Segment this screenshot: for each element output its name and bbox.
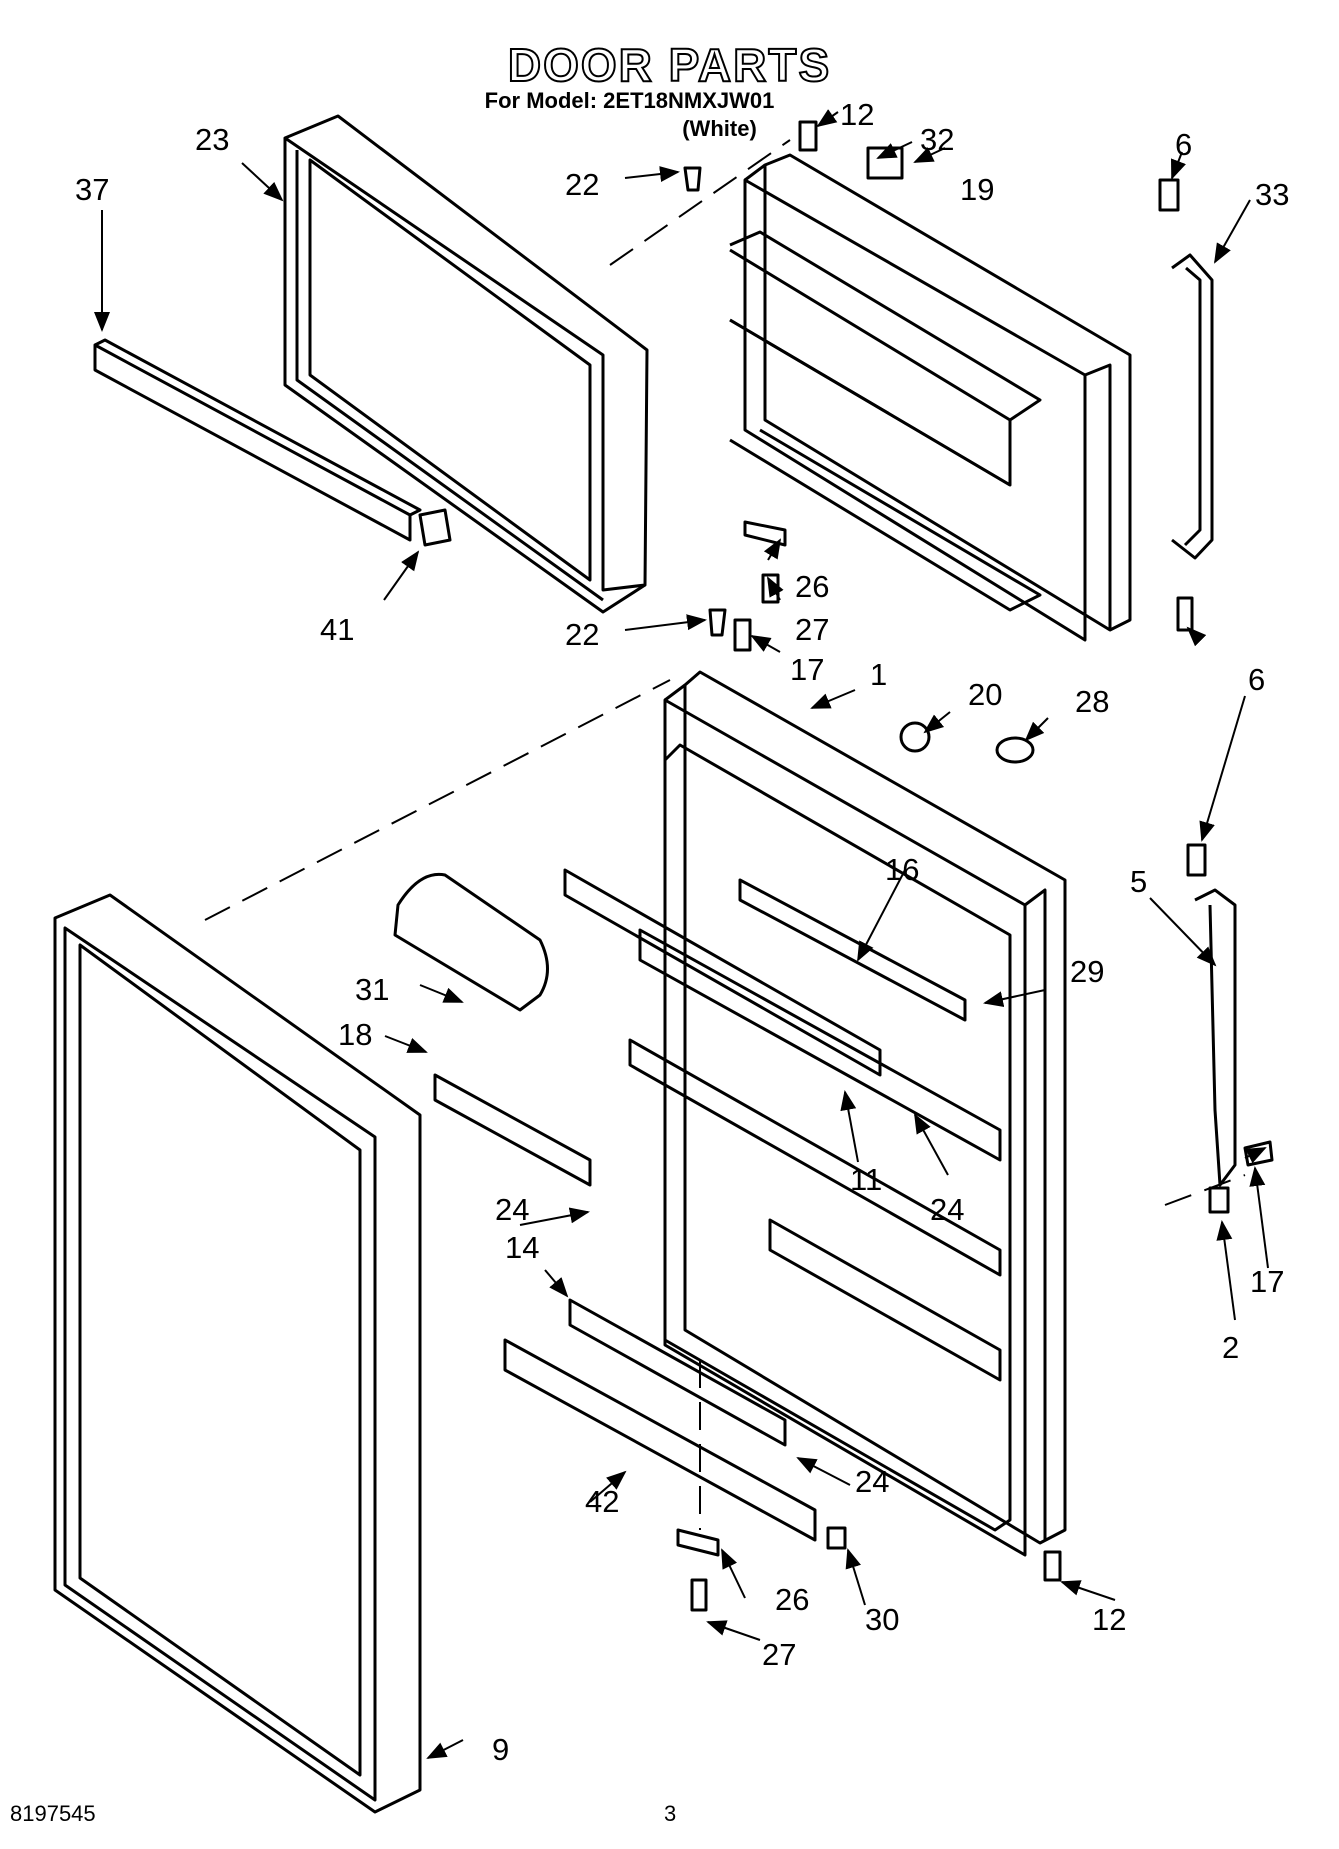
callout-5: 5 — [1130, 864, 1147, 899]
shelf-end-cap — [418, 508, 452, 547]
screw-27-top — [761, 573, 780, 604]
door-shelf-trim-18 — [433, 1073, 592, 1187]
callout-6-low: 6 — [1248, 662, 1265, 697]
callout-20: 20 — [968, 677, 1002, 712]
screw-6-low — [1176, 596, 1194, 632]
model-line: For Model: 2ET18NMXJW01 — [484, 88, 775, 113]
label-32 — [866, 146, 904, 180]
doc-number: 8197545 — [10, 1801, 96, 1826]
hinge-cap-20 — [899, 721, 931, 753]
callout-12-top: 12 — [840, 97, 874, 132]
door-shelf-trim-14 — [568, 1298, 787, 1447]
page-number: 3 — [664, 1801, 677, 1826]
callout-18: 18 — [338, 1017, 372, 1052]
screw-12-low — [1043, 1550, 1062, 1582]
callout-22-top: 22 — [565, 167, 599, 202]
callout-42: 42 — [585, 1484, 619, 1519]
door-shelf-trim-42 — [503, 1338, 817, 1542]
callout-17-hinge: 17 — [1250, 1264, 1284, 1299]
fresh-food-door-liner — [628, 670, 1067, 1557]
callout-37: 37 — [75, 172, 109, 207]
callout-16: 16 — [885, 852, 919, 887]
callout-12-bottom: 12 — [1092, 1602, 1126, 1637]
callout-23: 23 — [195, 122, 229, 157]
callout-24-bottom: 24 — [855, 1464, 889, 1499]
callout-41: 41 — [320, 612, 354, 647]
lower-hinge — [1194, 888, 1237, 1187]
callout-6-top: 6 — [1175, 127, 1192, 162]
freezer-door-liner — [729, 153, 1132, 642]
upper-hinge — [1171, 253, 1214, 560]
bracket-26-low — [676, 1528, 720, 1557]
screw-27-low — [690, 1578, 708, 1612]
callout-27-top: 27 — [795, 612, 829, 647]
callout-26-bottom: 26 — [775, 1582, 809, 1617]
bracket-26-top — [743, 520, 787, 547]
plug-22-mid — [708, 608, 727, 637]
callout-2: 2 — [1222, 1330, 1239, 1365]
screw-cover-28 — [995, 736, 1035, 764]
door-shelf-trim-11 — [563, 868, 882, 1077]
screw-6-top — [1158, 178, 1180, 212]
callout-14: 14 — [505, 1230, 539, 1265]
callout-19: 19 — [960, 172, 994, 207]
fresh-food-door-gasket — [53, 893, 422, 1814]
screw-6-hinge — [1186, 843, 1207, 877]
page-title: DOOR PARTS — [507, 38, 832, 92]
end-cap-30 — [826, 1526, 847, 1550]
screw-17-hinge — [1243, 1140, 1274, 1167]
callout-32: 32 — [920, 122, 954, 157]
door-shelf-trim-16 — [738, 878, 967, 1022]
screw-17-mid — [733, 618, 752, 652]
callout-28: 28 — [1075, 684, 1109, 719]
callout-33: 33 — [1255, 177, 1289, 212]
callout-24-left: 24 — [495, 1192, 529, 1227]
dairy-door — [393, 872, 549, 1012]
callout-9: 9 — [492, 1732, 509, 1767]
callout-11: 11 — [850, 1162, 882, 1197]
callout-1: 1 — [870, 657, 887, 692]
freezer-door-gasket-part — [283, 114, 649, 614]
callout-26-top: 26 — [795, 569, 829, 604]
screw-12-top — [798, 120, 818, 152]
callout-24-right: 24 — [930, 1192, 964, 1227]
callout-30: 30 — [865, 1602, 899, 1637]
plug-22-top — [683, 166, 702, 192]
hinge-pin-2 — [1208, 1186, 1230, 1214]
color-line: (White) — [682, 116, 757, 141]
callout-22-mid: 22 — [565, 617, 599, 652]
callout-29: 29 — [1070, 954, 1104, 989]
callout-17-mid: 17 — [790, 652, 824, 687]
callout-27-bottom: 27 — [762, 1637, 796, 1672]
freezer-door-shelf-trim — [93, 338, 422, 542]
callout-31: 31 — [355, 972, 389, 1007]
